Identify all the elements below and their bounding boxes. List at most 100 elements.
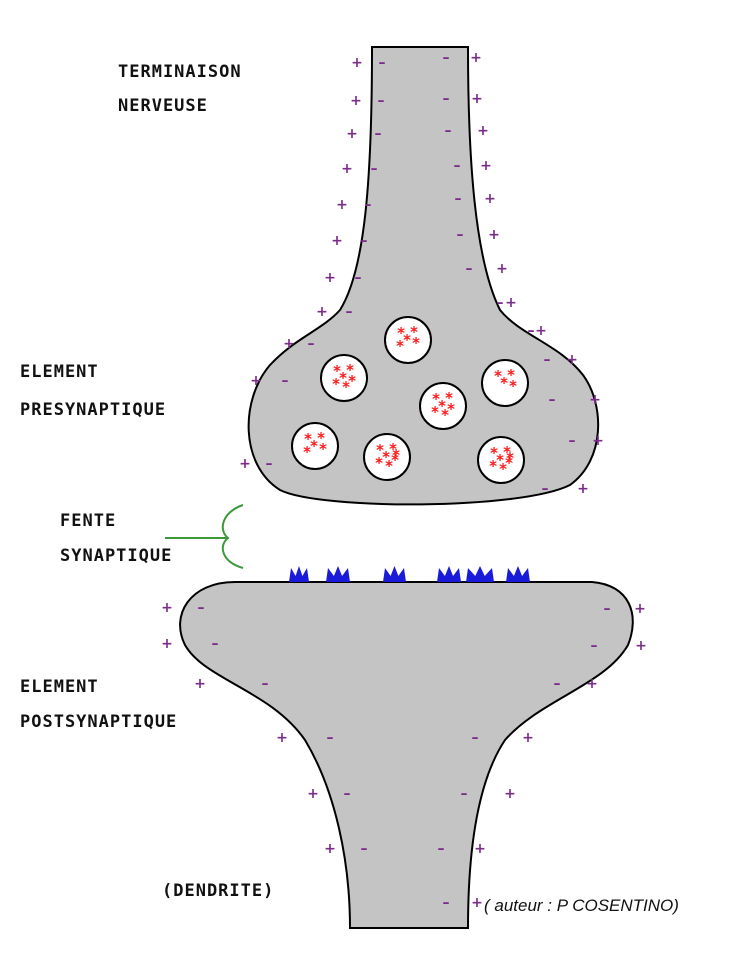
positive-charge: + (250, 373, 262, 389)
positive-charge: + (586, 676, 598, 692)
positive-charge: + (471, 91, 483, 107)
neurotransmitter: * (389, 440, 397, 458)
postsynaptic-element (179, 581, 634, 929)
positive-charge: + (504, 786, 516, 802)
negative-charge: – (266, 456, 273, 472)
negative-charge: – (528, 323, 535, 339)
neurotransmitter: * (507, 366, 515, 384)
positive-charge: + (635, 638, 647, 654)
receptor (466, 566, 494, 582)
neurotransmitter: * (506, 449, 514, 467)
positive-charge: + (324, 841, 336, 857)
positive-charge: + (477, 123, 489, 139)
positive-charge: + (350, 93, 362, 109)
vesicle (320, 354, 368, 402)
positive-charge: + (471, 895, 483, 911)
negative-charge: – (591, 638, 598, 654)
neurotransmitter: * (304, 430, 312, 448)
positive-charge: + (341, 161, 353, 177)
negative-charge: – (282, 373, 289, 389)
receptor-group (289, 566, 530, 582)
receptor (326, 566, 350, 582)
negative-charge: – (604, 601, 611, 617)
negative-charge: – (346, 304, 353, 320)
positive-charge: + (535, 323, 547, 339)
negative-charge: – (308, 336, 315, 352)
negative-charge: – (472, 730, 479, 746)
positive-charge: + (496, 261, 508, 277)
label-nerve-ending-1: TERMINAISON (118, 62, 242, 82)
neurotransmitter: * (391, 451, 399, 469)
negative-charge: – (262, 676, 269, 692)
neurotransmitter: * (339, 369, 347, 387)
positive-charge: + (484, 191, 496, 207)
vesicle (384, 316, 432, 364)
positive-charge: + (307, 786, 319, 802)
positive-charge: + (351, 55, 363, 71)
positive-charge: + (161, 600, 173, 616)
positive-charge: + (324, 270, 336, 286)
negative-charge: – (542, 481, 549, 497)
negative-charge: – (549, 392, 556, 408)
vesicle (477, 436, 525, 484)
label-dendrite: (DENDRITE) (162, 881, 275, 901)
vesicle (419, 382, 467, 430)
neurotransmitter: * (509, 377, 517, 395)
label-cleft-2: SYNAPTIQUE (60, 546, 173, 566)
negative-charge: – (443, 895, 450, 911)
positive-charge: + (634, 601, 646, 617)
label-presynaptic-1: ELEMENT (20, 362, 99, 382)
neurotransmitter: * (447, 400, 455, 418)
receptor (383, 566, 406, 582)
neurotransmitter: * (303, 443, 311, 461)
negative-charge: – (554, 676, 561, 692)
receptor (289, 566, 309, 582)
neurotransmitter: * (496, 451, 504, 469)
negative-charge: – (212, 636, 219, 652)
neurotransmitter: * (396, 337, 404, 355)
neurotransmitter: * (382, 448, 390, 466)
label-presynaptic-2: PRESYNAPTIQUE (20, 400, 167, 420)
label-postsynaptic-1: ELEMENT (20, 677, 99, 697)
negative-charge: – (361, 233, 368, 249)
positive-charge: + (566, 352, 578, 368)
label-postsynaptic-2: POSTSYNAPTIQUE (20, 712, 178, 732)
neurotransmitter: * (494, 367, 502, 385)
neurotransmitter: * (392, 446, 400, 464)
neurotransmitter: * (333, 362, 341, 380)
neurotransmitter: * (410, 323, 418, 341)
positive-charge: + (522, 730, 534, 746)
neurotransmitter: * (310, 437, 318, 455)
negative-charge: – (443, 50, 450, 66)
negative-charge: – (455, 191, 462, 207)
synaptic-vesicles: **************************************** (291, 316, 529, 484)
positive-charge: + (577, 481, 589, 497)
neurotransmitter: * (432, 390, 440, 408)
positive-charge: + (346, 126, 358, 142)
negative-charge: – (378, 93, 385, 109)
neurotransmitter: * (505, 454, 513, 472)
neurotransmitter: * (503, 443, 511, 461)
neurotransmitter: * (499, 460, 507, 478)
neurotransmitter: * (376, 441, 384, 459)
neurotransmitter: * (348, 372, 356, 390)
negative-charge: – (344, 786, 351, 802)
cleft-bracket (165, 504, 244, 569)
negative-charge: – (457, 227, 464, 243)
negative-charge: – (461, 786, 468, 802)
neurotransmitter: * (397, 324, 405, 342)
positive-charge: + (239, 456, 251, 472)
negative-charge: – (361, 841, 368, 857)
neurotransmitter: * (317, 429, 325, 447)
positive-charge: + (480, 158, 492, 174)
neurotransmitter: * (346, 361, 354, 379)
negative-charge: – (327, 730, 334, 746)
neurotransmitter: * (385, 457, 393, 475)
author-credit: ( auteur : P COSENTINO) (484, 896, 679, 915)
positive-charge: + (592, 433, 604, 449)
neurotransmitter: * (489, 457, 497, 475)
neurotransmitter: * (319, 440, 327, 458)
negative-charge: – (443, 91, 450, 107)
positive-charge: + (331, 233, 343, 249)
neurotransmitter: * (342, 378, 350, 396)
